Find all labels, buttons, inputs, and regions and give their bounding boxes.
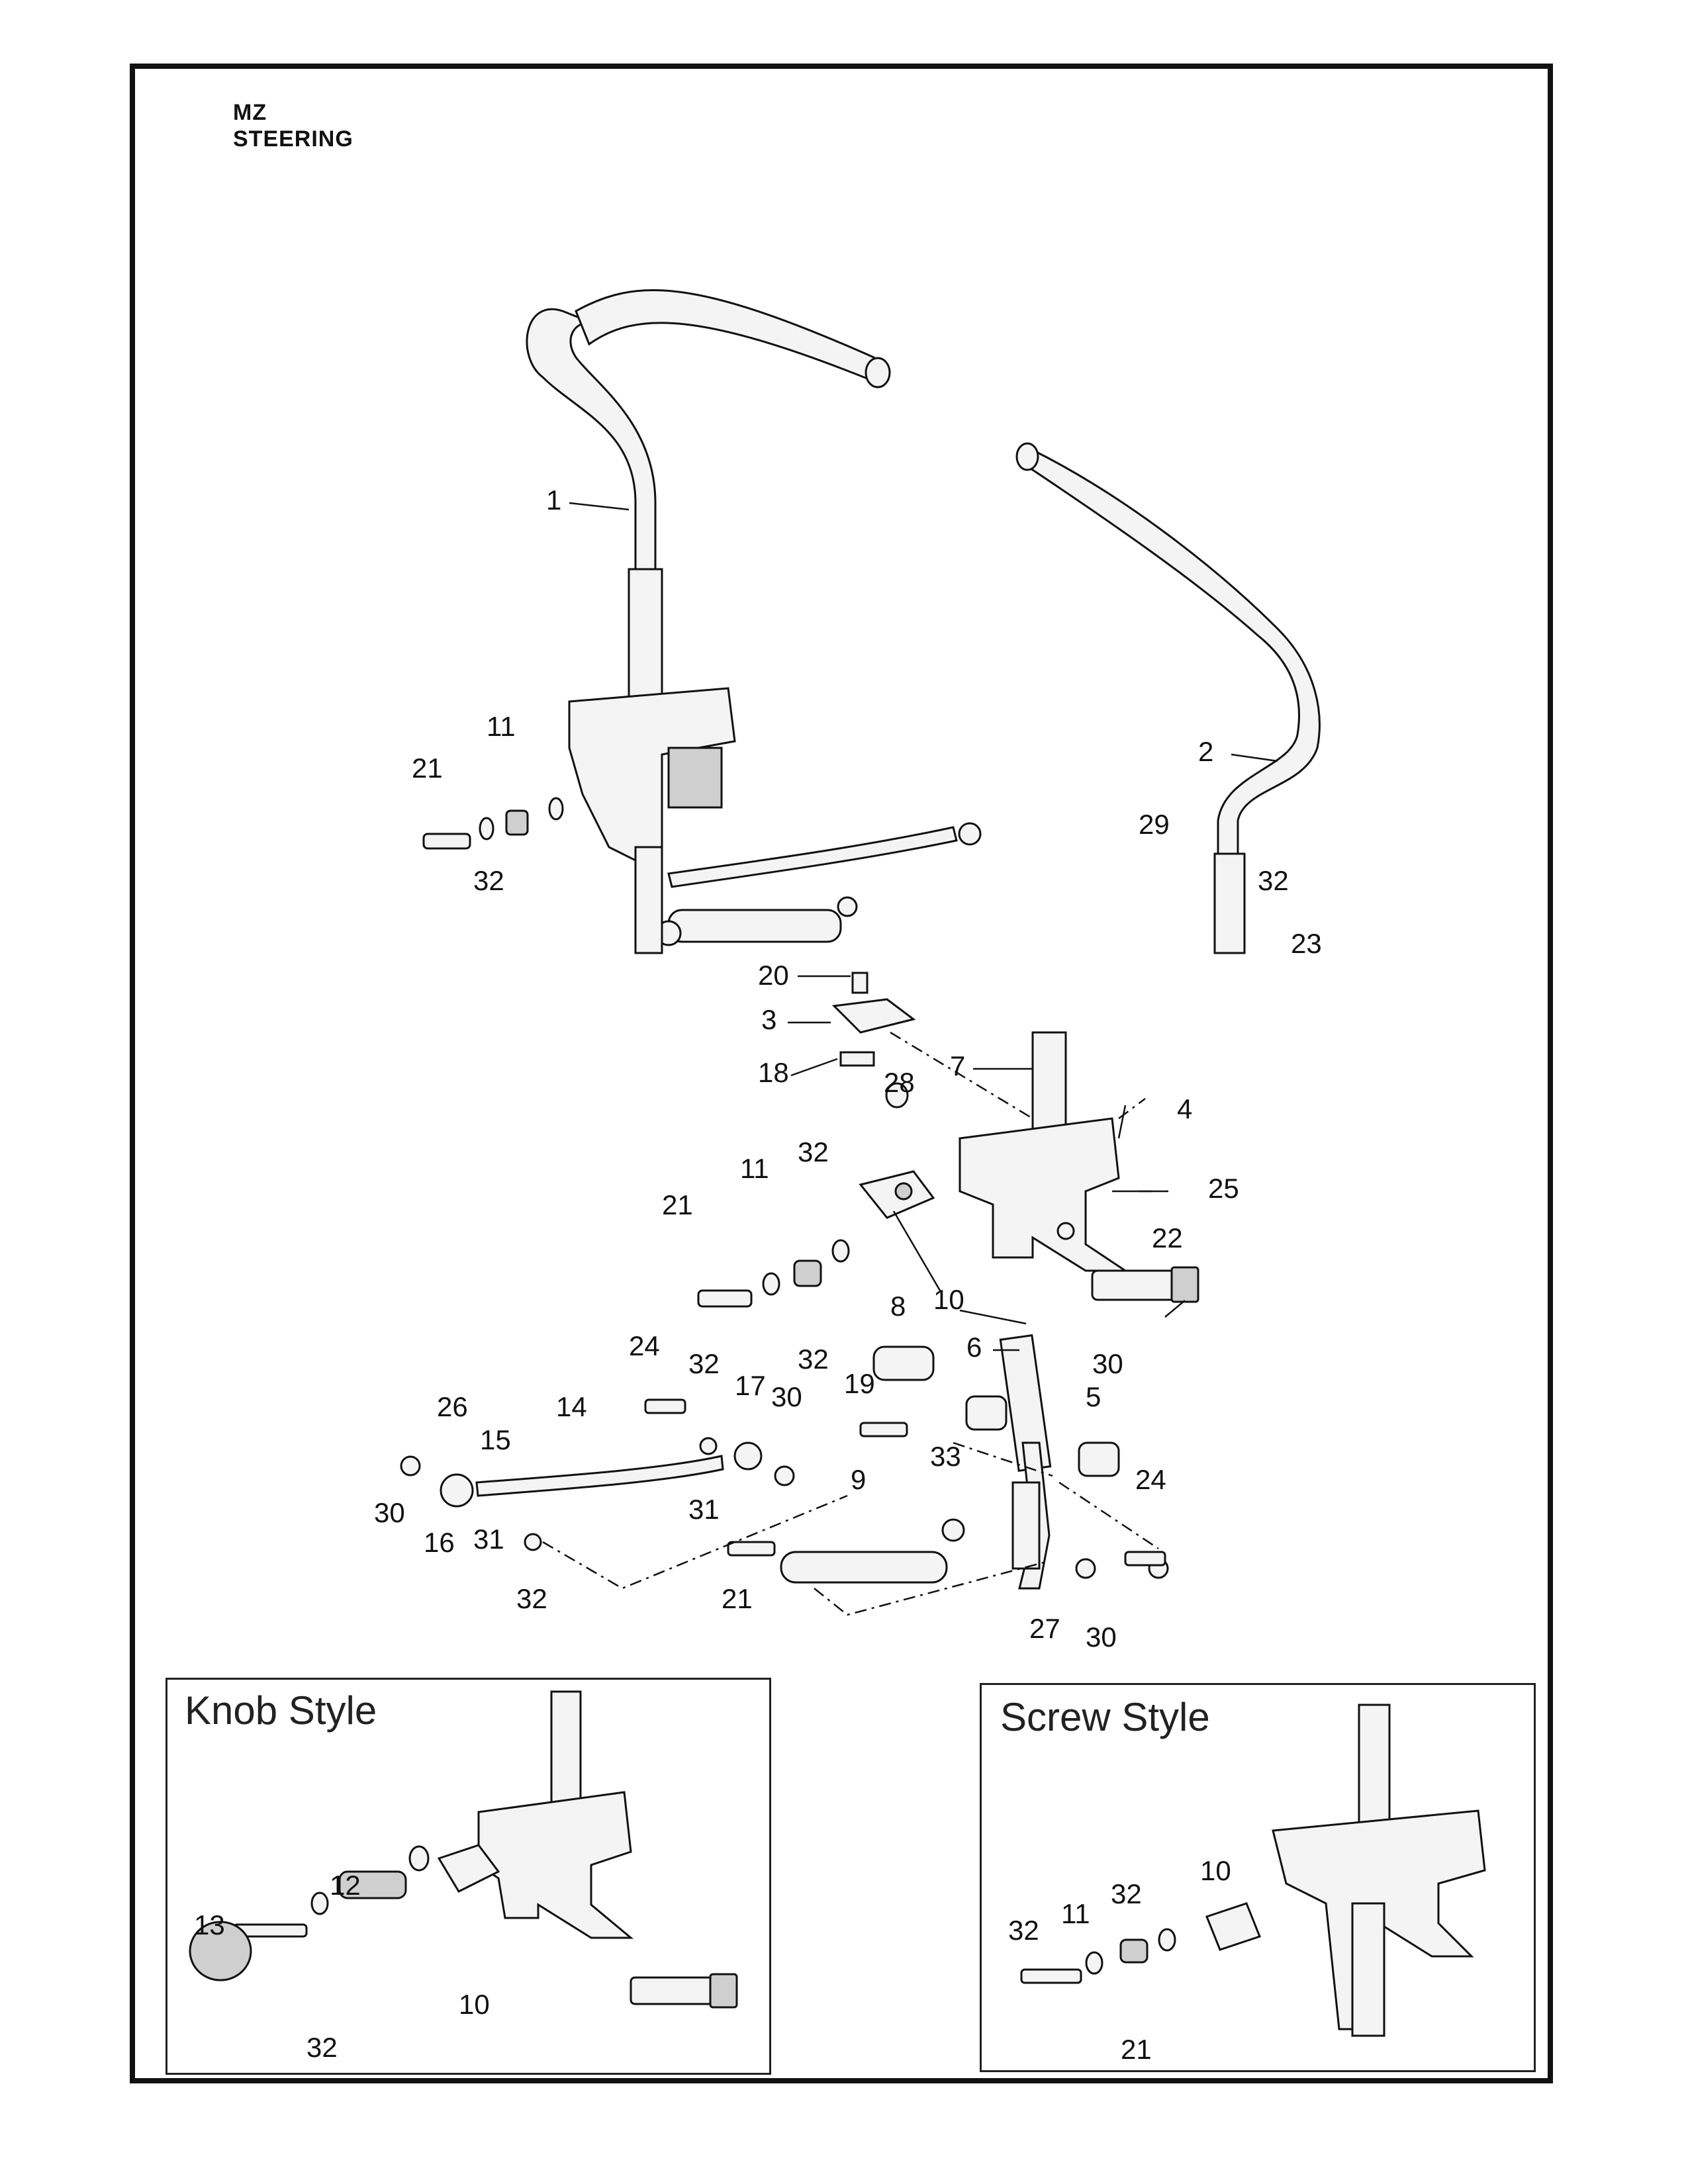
screw-callout-11: 11: [1061, 1898, 1090, 1929]
callout-9: 9: [851, 1464, 866, 1495]
callout-16: 16: [424, 1527, 455, 1558]
callout-7: 7: [950, 1050, 965, 1081]
screw-callout-32-a: 32: [1111, 1878, 1142, 1909]
callout-28: 28: [884, 1067, 915, 1098]
callout-32-top: 32: [473, 865, 504, 896]
callout-31-right: 31: [688, 1494, 720, 1525]
callout-21-top: 21: [412, 752, 443, 784]
callout-8: 8: [890, 1291, 906, 1322]
callout-26: 26: [437, 1391, 468, 1422]
callout-32-lower: 32: [688, 1348, 720, 1379]
callout-32-right: 32: [1258, 865, 1289, 896]
callout-32-center-low: 32: [798, 1343, 829, 1375]
screw-callout-10: 10: [1200, 1855, 1231, 1886]
knob-callout-12: 12: [330, 1870, 361, 1901]
callout-24-right: 24: [1135, 1464, 1166, 1495]
callout-29: 29: [1139, 809, 1170, 840]
diagram-title: MZ STEERING: [233, 99, 353, 152]
callout-30-right: 30: [1092, 1348, 1123, 1379]
callout-18: 18: [758, 1057, 789, 1088]
leader-lines: [569, 502, 1278, 1351]
knob-style-inset: Knob Style 12 13 10 32: [165, 1678, 771, 2075]
callout-33: 33: [930, 1441, 961, 1472]
screw-style-inset: Screw Style 10 32 11 32 21: [980, 1683, 1536, 2072]
callout-20: 20: [758, 960, 789, 991]
callout-30-mid: 30: [771, 1381, 802, 1412]
center-left-hardware: [697, 1082, 935, 1308]
callout-10: 10: [933, 1284, 964, 1315]
callout-30-bottom: 30: [1086, 1621, 1117, 1653]
knob-callout-10: 10: [459, 1989, 490, 2020]
lower-linkage-assembly: [400, 1334, 1169, 1590]
callout-11-top: 11: [487, 711, 516, 742]
callout-4: 4: [1177, 1093, 1192, 1124]
callout-11-center: 11: [740, 1153, 769, 1184]
pivot-block: [831, 972, 916, 1067]
upper-left-hardware: [422, 797, 564, 850]
steering-lever-left: [526, 289, 891, 716]
callout-27: 27: [1029, 1613, 1060, 1644]
title-line-section: STEERING: [233, 126, 353, 152]
page-border: [130, 64, 1553, 2083]
upper-lever-assembly: [568, 687, 982, 954]
assembly-lines: [542, 1031, 1159, 1616]
callout-31-left: 31: [473, 1524, 504, 1555]
callout-21-lower: 21: [722, 1583, 753, 1614]
callout-25: 25: [1208, 1173, 1239, 1204]
callout-17: 17: [735, 1370, 766, 1401]
knob-style-title: Knob Style: [185, 1688, 377, 1733]
callout-14: 14: [556, 1391, 587, 1422]
callout-24-left: 24: [629, 1330, 660, 1361]
callout-6: 6: [966, 1332, 982, 1363]
callout-32-bottom: 32: [516, 1583, 547, 1614]
knob-callout-32: 32: [306, 2032, 338, 2063]
screw-callout-32-b: 32: [1008, 1915, 1039, 1946]
main-callouts: 1 2 11 21 32 29 32 23 20 3 7 18 28 4 32 …: [374, 484, 1322, 1653]
callout-23: 23: [1291, 928, 1322, 959]
title-line-model: MZ: [233, 100, 267, 125]
callout-22: 22: [1152, 1222, 1183, 1253]
callout-19: 19: [844, 1368, 875, 1399]
screw-callout-21: 21: [1121, 2034, 1152, 2065]
knob-style-drawing: 12 13 10 32: [189, 1690, 738, 2063]
screw-style-title: Screw Style: [1000, 1695, 1210, 1739]
callout-2: 2: [1198, 736, 1213, 767]
callout-1: 1: [546, 484, 561, 516]
callout-15: 15: [480, 1424, 511, 1455]
steering-lever-right: [1015, 442, 1321, 954]
screw-style-drawing: 10 32 11 32 21: [1008, 1704, 1486, 2065]
callout-21-center: 21: [662, 1189, 693, 1220]
center-bracket: [959, 1031, 1199, 1303]
callout-3: 3: [761, 1004, 776, 1035]
callout-5: 5: [1086, 1381, 1101, 1412]
knob-callout-13: 13: [194, 1909, 225, 1940]
callout-32-center: 32: [798, 1136, 829, 1167]
callout-30-left: 30: [374, 1497, 405, 1528]
